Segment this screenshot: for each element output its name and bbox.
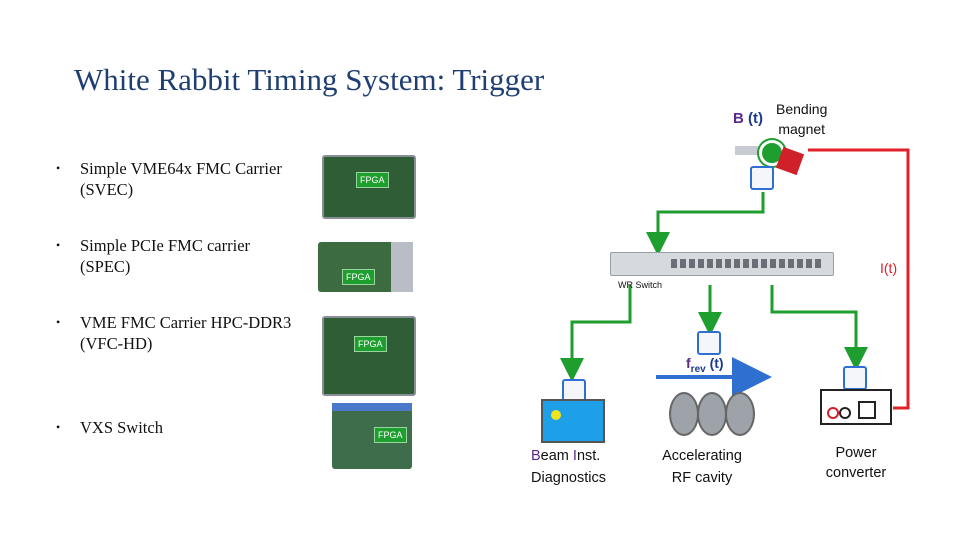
wr-node-icon — [750, 166, 774, 190]
b-suffix: (t) — [743, 110, 763, 127]
bending-magnet-image — [735, 138, 807, 188]
bullet-text-line1: Simple VME64x FMC Carrier — [80, 159, 282, 178]
bending-magnet-line1: Bending — [776, 101, 828, 117]
frev-suffix: (t) — [705, 355, 724, 371]
wr-switch-label: WR Switch — [618, 280, 663, 290]
terminal-black — [839, 407, 851, 419]
fpga-chip-label: FPGA — [356, 172, 389, 188]
vfc-hd-board-image: FPGA — [322, 316, 416, 396]
fpga-chip-label: FPGA — [374, 427, 407, 443]
beam-nst: nst. — [576, 448, 601, 464]
cavity-cell — [725, 392, 755, 436]
switch-ports — [671, 259, 821, 268]
fpga-chip-label: FPGA — [354, 336, 387, 352]
wr-switch-image — [610, 252, 834, 276]
bullet-text-line2: (VFC-HD) — [80, 334, 153, 353]
bullet-text-line1: Simple PCIe FMC carrier — [80, 236, 251, 255]
frev-f: f — [686, 355, 691, 371]
rf-cavity-image — [667, 388, 755, 436]
bending-magnet-label: Bending magnet — [776, 99, 827, 139]
power-converter-label: Power converter — [818, 443, 894, 483]
rf-cavity-line1: Accelerating — [662, 448, 742, 464]
bullet-text-line1: VME FMC Carrier HPC-DDR3 — [80, 313, 292, 332]
beam-inst-line1: Beam Inst. — [531, 445, 606, 467]
wr-node-icon — [697, 331, 721, 355]
beam-b: B — [531, 448, 541, 464]
current-loop-link — [808, 148, 910, 410]
pcie-bracket — [391, 242, 413, 292]
beam-eam: eam — [540, 448, 573, 464]
power-converter-image — [820, 389, 892, 425]
vxs-switch-board-image: FPGA — [332, 403, 412, 469]
rf-cavity-line2: RF cavity — [671, 470, 733, 486]
frev-sub: rev — [690, 363, 706, 375]
heatsink-strip — [332, 403, 412, 411]
frev-label: frev (t) — [686, 355, 724, 375]
power-converter-line1: Power — [835, 445, 877, 461]
wr-node-icon — [843, 366, 867, 390]
switch-to-power-link — [770, 285, 868, 371]
b-letter: B — [733, 110, 744, 127]
beam-pipe — [735, 146, 775, 155]
bullet-dot: • — [56, 315, 61, 329]
beam-monitor-image — [541, 399, 605, 443]
bullet-text-line2: (SVEC) — [80, 180, 134, 199]
cavity-cell — [697, 392, 727, 436]
svec-board-image: FPGA — [322, 155, 416, 219]
beam-spot — [551, 410, 561, 420]
magnet-to-switch-link — [646, 192, 765, 256]
spec-board-image: FPGA — [318, 242, 413, 292]
bullet-dot: • — [56, 238, 61, 252]
bullet-text-line2: (SPEC) — [80, 257, 131, 276]
b-field-label: B (t) — [733, 110, 763, 127]
current-label: I(t) — [880, 260, 898, 276]
converter-symbol — [858, 401, 876, 419]
bullet-dot: • — [56, 420, 61, 434]
power-converter-line2: converter — [825, 465, 887, 481]
bullet-text-line1: VXS Switch — [80, 418, 163, 437]
bullet-dot: • — [56, 161, 61, 175]
fpga-chip-label: FPGA — [342, 269, 375, 285]
bending-magnet-line2: magnet — [778, 121, 826, 137]
cavity-cell — [669, 392, 699, 436]
terminal-red — [827, 407, 839, 419]
beam-inst-label: Beam Inst. Diagnostics — [531, 445, 606, 489]
beam-i: I — [572, 448, 577, 464]
switch-to-beam-link — [560, 285, 632, 382]
rf-cavity-label: Accelerating RF cavity — [654, 445, 750, 489]
slide-title: White Rabbit Timing System: Trigger — [74, 62, 545, 97]
beam-inst-line2: Diagnostics — [531, 470, 606, 486]
